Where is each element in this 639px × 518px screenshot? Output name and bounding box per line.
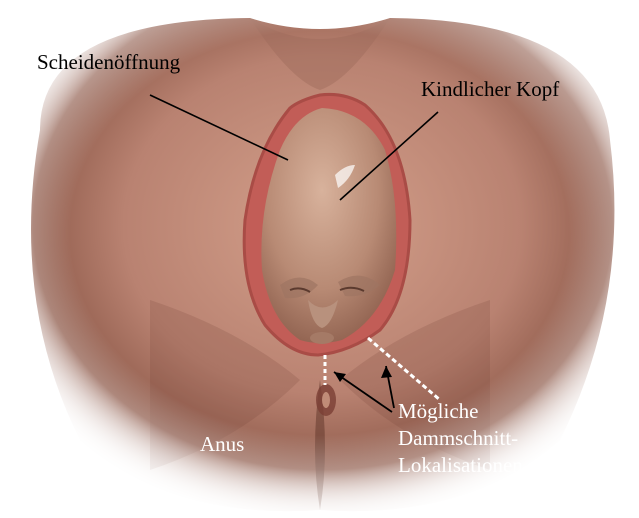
label-anus: Anus: [200, 432, 244, 456]
label-episiotomy-locations: Mögliche Dammschnitt- Lokalisationen: [398, 398, 523, 479]
label-episiotomy-line-2: Dammschnitt-: [398, 425, 523, 452]
label-fetal-head: Kindlicher Kopf: [421, 77, 559, 101]
label-episiotomy-line-1: Mögliche: [398, 398, 523, 425]
label-vaginal-opening: Scheidenöffnung: [37, 50, 180, 74]
label-episiotomy-line-3: Lokalisationen: [398, 452, 523, 479]
